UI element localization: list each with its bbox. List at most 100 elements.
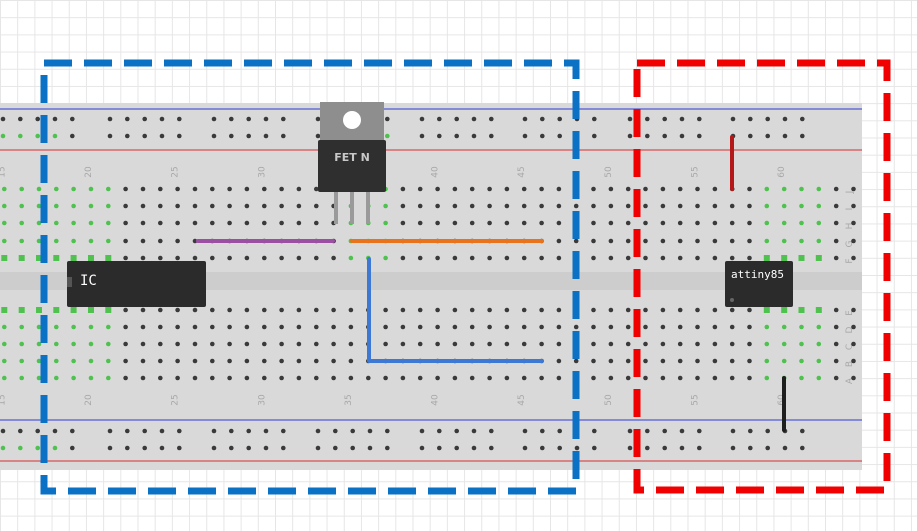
hole — [227, 203, 232, 209]
hole — [487, 186, 492, 192]
hole — [729, 341, 735, 347]
hole — [244, 307, 250, 313]
hole — [677, 186, 683, 192]
hole-connected — [71, 220, 76, 226]
hole — [625, 307, 631, 313]
hole-connected — [2, 324, 7, 330]
hole-connected — [383, 220, 388, 226]
hole — [608, 358, 614, 364]
hole — [107, 445, 113, 451]
hole — [452, 186, 458, 192]
hole-connected — [19, 341, 25, 347]
hole — [591, 307, 596, 313]
hole-connected — [36, 358, 42, 364]
hole — [591, 358, 596, 364]
hole — [851, 324, 856, 330]
hole — [437, 445, 442, 451]
hole-connected — [816, 220, 822, 226]
hole — [851, 375, 856, 381]
hole — [487, 255, 492, 261]
hole — [471, 445, 477, 451]
hole — [175, 307, 180, 313]
column-number: 20 — [84, 166, 94, 178]
hole — [833, 375, 839, 381]
hole-connected — [36, 238, 42, 244]
hole — [539, 375, 544, 381]
hole — [469, 186, 475, 192]
hole — [262, 341, 267, 347]
hole-connected — [88, 203, 94, 209]
hole — [540, 133, 545, 139]
chip-pin — [70, 255, 77, 261]
hole — [331, 375, 336, 381]
hole — [643, 341, 648, 347]
hole — [487, 203, 492, 209]
hole — [591, 186, 596, 192]
hole — [35, 428, 40, 434]
hole — [833, 358, 839, 364]
hole-connected — [106, 375, 111, 381]
hole — [625, 375, 631, 381]
hole-connected — [2, 341, 7, 347]
hole — [454, 445, 460, 451]
hole — [435, 341, 440, 347]
hole — [643, 375, 648, 381]
hole — [296, 341, 302, 347]
hole-connected — [816, 358, 822, 364]
hole — [591, 203, 596, 209]
hole — [175, 358, 180, 364]
hole — [123, 238, 128, 244]
hole — [591, 255, 596, 261]
row-letter: F — [845, 258, 855, 263]
chip-pin — [815, 255, 822, 261]
hole — [469, 341, 475, 347]
hole — [244, 375, 250, 381]
hole — [608, 203, 614, 209]
column-number: 25 — [171, 394, 181, 405]
hole — [229, 445, 234, 451]
ic-chip-label: IC — [80, 273, 97, 289]
hole — [437, 133, 442, 139]
chip-pin — [105, 307, 112, 313]
hole-connected — [799, 375, 804, 381]
hole-connected — [88, 220, 94, 226]
hole — [281, 428, 286, 434]
hole — [662, 133, 667, 139]
hole-connected — [2, 238, 7, 244]
hole — [625, 358, 631, 364]
hole — [177, 133, 182, 139]
hole — [782, 116, 788, 122]
hole — [522, 428, 528, 434]
hole — [123, 324, 128, 330]
hole — [296, 358, 302, 364]
hole-connected — [383, 203, 388, 209]
hole — [262, 358, 267, 364]
hole — [296, 186, 302, 192]
hole — [557, 428, 562, 434]
hole-connected — [799, 186, 804, 192]
hole — [504, 255, 510, 261]
hole-connected — [18, 133, 23, 139]
hole — [385, 116, 390, 122]
hole — [748, 116, 753, 122]
hole — [262, 324, 267, 330]
hole — [625, 238, 631, 244]
hole — [279, 203, 284, 209]
hole — [279, 220, 284, 226]
hole — [747, 220, 752, 226]
hole — [437, 116, 442, 122]
hole — [660, 358, 666, 364]
hole — [487, 324, 492, 330]
hole — [469, 255, 475, 261]
hole — [211, 133, 217, 139]
hole — [489, 116, 494, 122]
hole — [262, 255, 267, 261]
hole — [263, 428, 269, 434]
chip-pin — [88, 255, 94, 261]
hole — [210, 307, 215, 313]
hole — [521, 324, 527, 330]
hole-connected — [36, 203, 42, 209]
hole — [677, 358, 683, 364]
hole-connected — [2, 375, 7, 381]
